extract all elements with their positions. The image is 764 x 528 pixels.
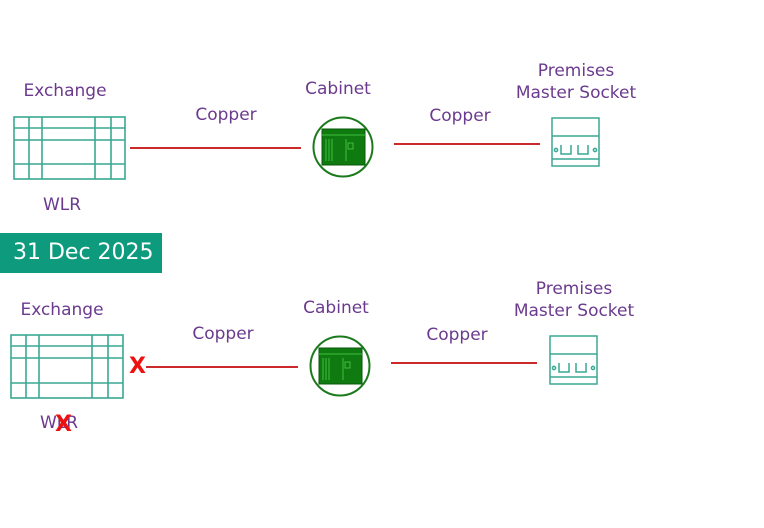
bottom-master-socket-icon [549, 335, 598, 385]
bottom-wlr-label: WLR [39, 413, 79, 433]
top-copper-left-label: Copper [195, 105, 257, 125]
bottom-cabinet-icon [309, 335, 371, 397]
top-exchange-label: Exchange [23, 81, 107, 101]
bottom-copper-right-label: Copper [426, 325, 488, 345]
bottom-exchange-label: Exchange [20, 300, 104, 320]
top-master-socket-label: Master Socket [515, 83, 637, 103]
top-cabinet-label: Cabinet [305, 79, 371, 99]
top-copper-line-right [394, 143, 540, 145]
top-copper-line-left [130, 147, 301, 149]
top-master-socket-icon [551, 117, 600, 167]
bottom-cabinet-label: Cabinet [303, 298, 369, 318]
wlr-cross-mark: X [55, 412, 72, 437]
top-premises-label: Premises [537, 61, 615, 81]
top-cabinet-icon [312, 116, 374, 178]
bottom-copper-line-right [391, 362, 537, 364]
bottom-copper-left-label: Copper [192, 324, 254, 344]
exchange-line-cross-mark: X [129, 354, 146, 379]
date-banner: 31 Dec 2025 [0, 233, 162, 273]
bottom-premises-label: Premises [535, 279, 613, 299]
top-wlr-label: WLR [42, 195, 82, 215]
bottom-copper-line-left [146, 366, 298, 368]
bottom-master-socket-label: Master Socket [513, 301, 635, 321]
top-copper-right-label: Copper [429, 106, 491, 126]
top-exchange-icon [13, 116, 126, 180]
bottom-exchange-icon [10, 334, 124, 399]
